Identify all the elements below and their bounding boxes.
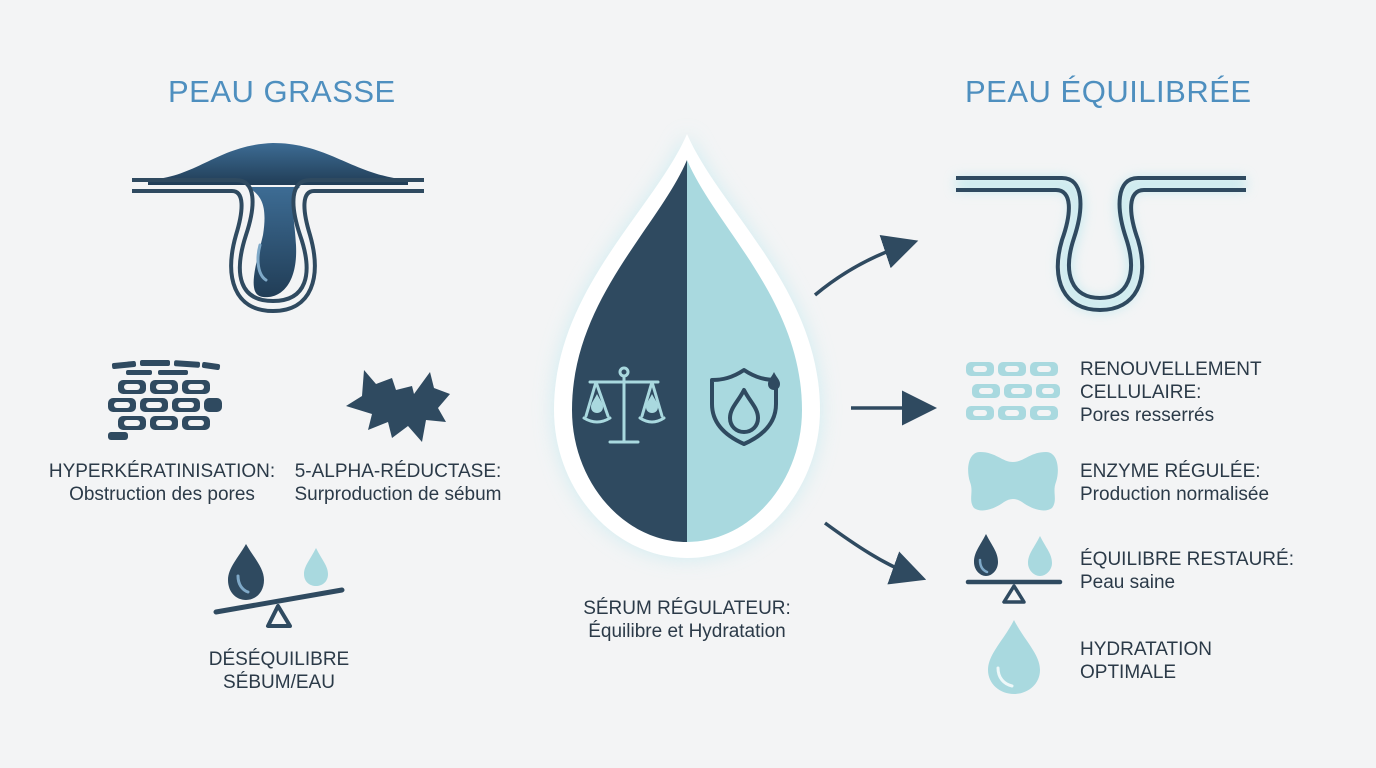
right-item-1-caption: RENOUVELLEMENT CELLULAIRE: Pores resserr… [1080, 358, 1262, 427]
left-title: PEAU GRASSE [168, 74, 396, 109]
balanced-scale-icon [964, 532, 1064, 606]
arrow-down [823, 521, 927, 585]
right-item-3-text: Peau saine [1080, 572, 1176, 593]
left-item-3-title: DÉSÉQUILIBRE [208, 649, 350, 670]
right-item-1-text: Pores resserrés [1080, 405, 1215, 426]
right-title: PEAU ÉQUILIBRÉE [965, 74, 1252, 109]
serum-drop [530, 120, 840, 570]
right-item-3-caption: ÉQUILIBRE RESTAURÉ: Peau saine [1080, 548, 1294, 594]
left-item-2-text: Surproduction de sébum [294, 484, 502, 505]
right-item-2-title: ENZYME RÉGULÉE: [1080, 461, 1261, 482]
water-drop-icon [984, 618, 1044, 696]
right-item-2-caption: ENZYME RÉGULÉE: Production normalisée [1080, 460, 1269, 506]
left-item-1-text: Obstruction des pores [69, 484, 255, 505]
right-item-1-title-2: CELLULAIRE: [1080, 382, 1202, 403]
right-item-4-caption: HYDRATATION OPTIMALE [1080, 638, 1212, 684]
left-item-1-caption: HYPERKÉRATINISATION: Obstruction des por… [42, 460, 282, 506]
left-item-1-title: HYPERKÉRATINISATION: [48, 461, 276, 482]
right-item-2-text: Production normalisée [1080, 484, 1270, 505]
arrows [805, 225, 955, 595]
skin-cells-icon [106, 356, 224, 442]
scale-icon [582, 364, 666, 450]
imbalance-scale-icon [210, 540, 350, 632]
left-item-2-caption: 5-ALPHA-RÉDUCTASE: Surproduction de sébu… [282, 460, 514, 506]
left-item-3-caption: DÉSÉQUILIBRE SÉBUM/EAU [168, 648, 390, 694]
right-item-3-title: ÉQUILIBRE RESTAURÉ: [1080, 549, 1294, 570]
oily-pore-illustration [128, 135, 428, 314]
left-item-2-title: 5-ALPHA-RÉDUCTASE: [294, 461, 502, 482]
regulated-enzyme-icon [966, 450, 1060, 512]
shield-drop-icon [704, 366, 788, 446]
enzyme-burst-icon [342, 364, 454, 444]
arrow-up [813, 235, 919, 297]
balanced-pore-illustration [950, 160, 1250, 320]
renewed-cells-icon [966, 362, 1062, 424]
left-item-3-text: SÉBUM/EAU [223, 672, 335, 693]
serum-caption: SÉRUM RÉGULATEUR: Équilibre et Hydratati… [562, 597, 812, 643]
serum-title: SÉRUM RÉGULATEUR: [583, 598, 791, 619]
right-item-1-title: RENOUVELLEMENT [1080, 359, 1262, 380]
right-item-4-title: HYDRATATION [1080, 639, 1212, 660]
right-item-4-title-2: OPTIMALE [1080, 662, 1177, 683]
serum-subtitle: Équilibre et Hydratation [588, 621, 786, 642]
